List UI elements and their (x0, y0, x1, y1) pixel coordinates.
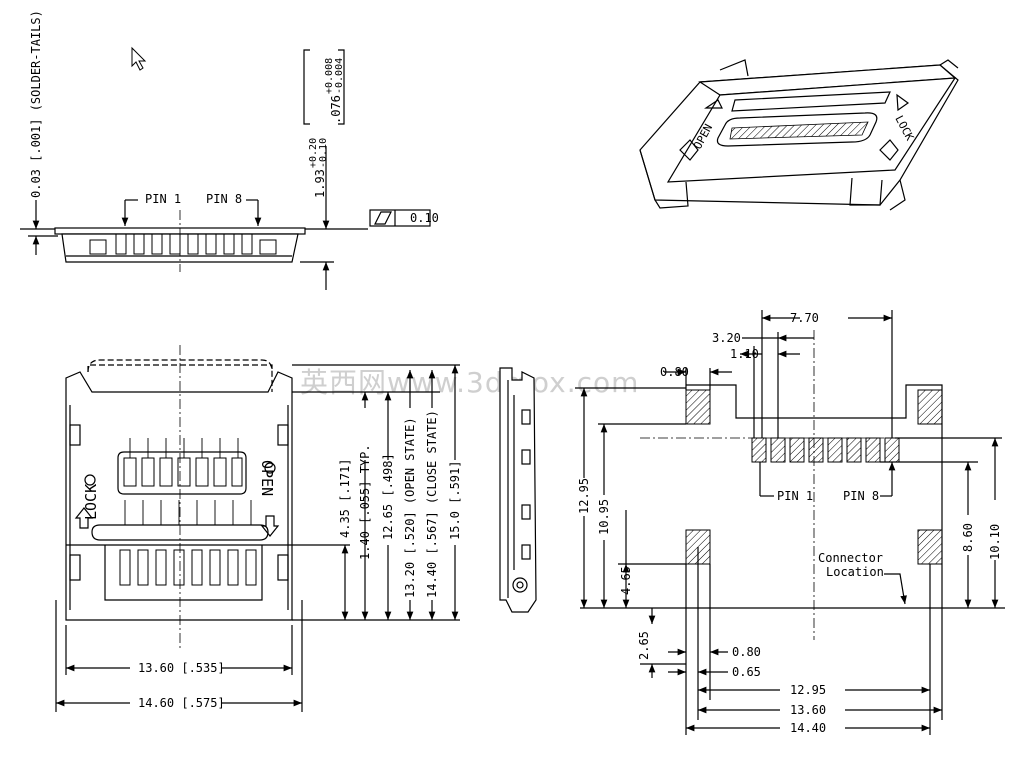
fp-dim-0-80-bot: 0.80 (732, 645, 761, 659)
lock-arrow-icon (74, 507, 94, 529)
side-view (20, 49, 431, 290)
connector-location-line2: Location (826, 565, 884, 579)
fp-dim-12-95-h: 12.95 (790, 683, 826, 697)
fp-dim-13-60: 13.60 (790, 703, 826, 717)
height-dim-mm: 1.93 (313, 169, 327, 198)
connector-location-line1: Connector (818, 551, 883, 565)
fp-dim-0-80-top: 0.80 (660, 365, 689, 379)
fp-dim-2-65: 2.65 (637, 631, 651, 660)
front-lock-label: LOCK (82, 484, 100, 520)
open-arrow-icon (260, 515, 280, 537)
height-inch-tol-plus: +0.008 (324, 58, 335, 94)
height-dim-group: 1.93 +0.20 -0.10 (308, 138, 329, 198)
fp-dim-8-60: 8.60 (961, 523, 975, 552)
height-tol-minus: -0.10 (318, 138, 329, 168)
fp-dim-7-70: 7.70 (790, 311, 819, 325)
side-pin-8-label: PIN 8 (206, 192, 242, 206)
side-profile (499, 367, 537, 613)
fp-dim-10-10: 10.10 (988, 524, 1002, 560)
height-inch-group: .076 +0.008 -0.004 (324, 58, 345, 124)
height-dim-inch: .076 (329, 95, 343, 124)
flatness-value: 0.10 (410, 211, 439, 225)
fp-dim-14-40: 14.40 (790, 721, 826, 735)
outer-width-dim: 14.60 [.575] (138, 696, 225, 710)
side-pin-1-label: PIN 1 (145, 192, 181, 206)
fp-dim-12-95-v: 12.95 (577, 478, 591, 514)
dim-1-40: 1.40 [.055] TYP. (358, 444, 372, 560)
height-tol-plus: +0.20 (308, 138, 319, 168)
fp-dim-10-95: 10.95 (597, 499, 611, 535)
fp-dim-4-65: 4.65 (619, 566, 633, 595)
dim-15-0: 15.0 [.591] (448, 461, 462, 540)
dim-13-20: 13.20 [.520] (OPEN STATE) (403, 417, 417, 598)
mouse-cursor-icon (131, 46, 147, 71)
fp-dim-1-10: 1.10 (730, 347, 759, 361)
fp-dim-0-65: 0.65 (732, 665, 761, 679)
isometric-view (639, 59, 959, 211)
fp-pin-8-label: PIN 8 (843, 489, 879, 503)
fp-pin-1-label: PIN 1 (777, 489, 813, 503)
inner-width-dim: 13.60 [.535] (138, 661, 225, 675)
solder-tails-dim: 0.03 [.001] (SOLDER-TAILS) (29, 10, 43, 198)
dim-4-35: 4.35 [.171] (338, 459, 352, 538)
front-open-label: OPEN (258, 460, 276, 496)
front-view (55, 345, 460, 712)
fp-dim-3-20: 3.20 (712, 331, 741, 345)
height-inch-tol-minus: -0.004 (334, 58, 345, 94)
dim-14-40: 14.40 [.567] (CLOSE STATE) (425, 410, 439, 598)
pcb-footprint (575, 310, 1005, 735)
watermark-text: 英西网www.3dmox.com (300, 366, 639, 399)
dim-12-65: 12.65 [.498] (381, 453, 395, 540)
